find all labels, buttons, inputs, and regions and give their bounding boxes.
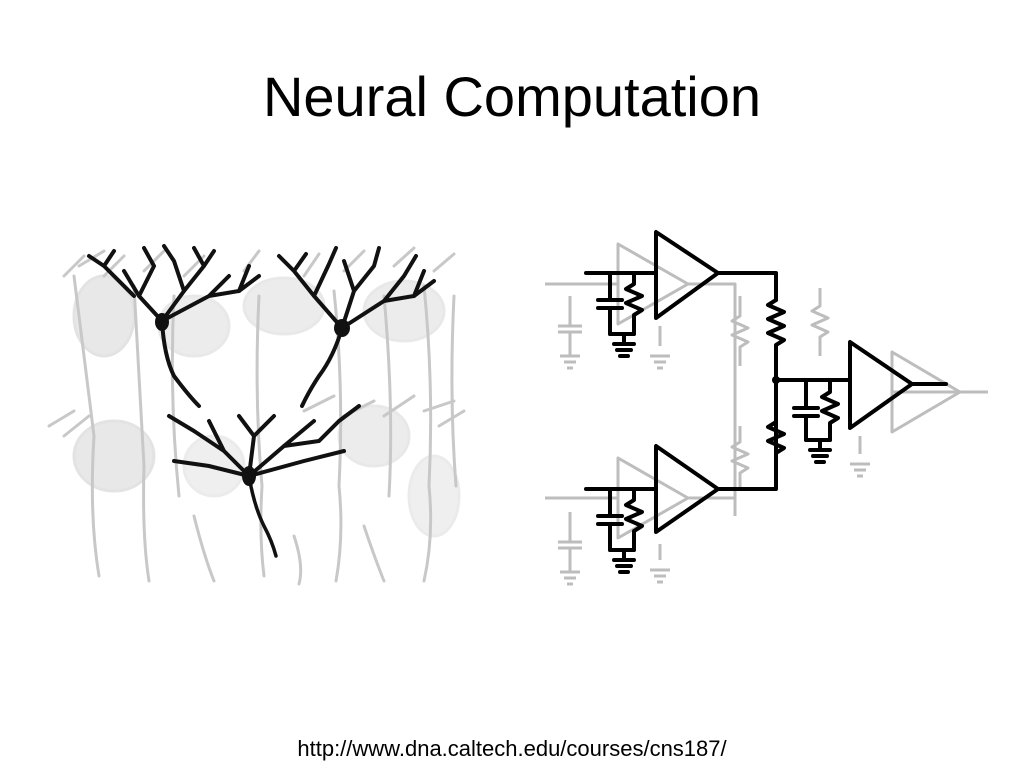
neuron-cell-bodies bbox=[155, 313, 350, 486]
foreground-neurons bbox=[87, 244, 436, 558]
ghost-circuit bbox=[545, 242, 988, 586]
bottom-amplifier bbox=[654, 444, 720, 534]
junction-node bbox=[772, 376, 780, 384]
output-amplifier bbox=[848, 340, 914, 430]
background-neurons bbox=[47, 246, 466, 586]
main-circuit bbox=[584, 230, 948, 574]
source-url-link[interactable]: http://www.dna.caltech.edu/courses/cns18… bbox=[297, 736, 727, 761]
neuron-network-figure bbox=[47, 244, 466, 586]
slide-title: Neural Computation bbox=[262, 65, 762, 128]
top-amplifier bbox=[654, 230, 720, 320]
circuit-schematic-figure bbox=[545, 230, 988, 586]
